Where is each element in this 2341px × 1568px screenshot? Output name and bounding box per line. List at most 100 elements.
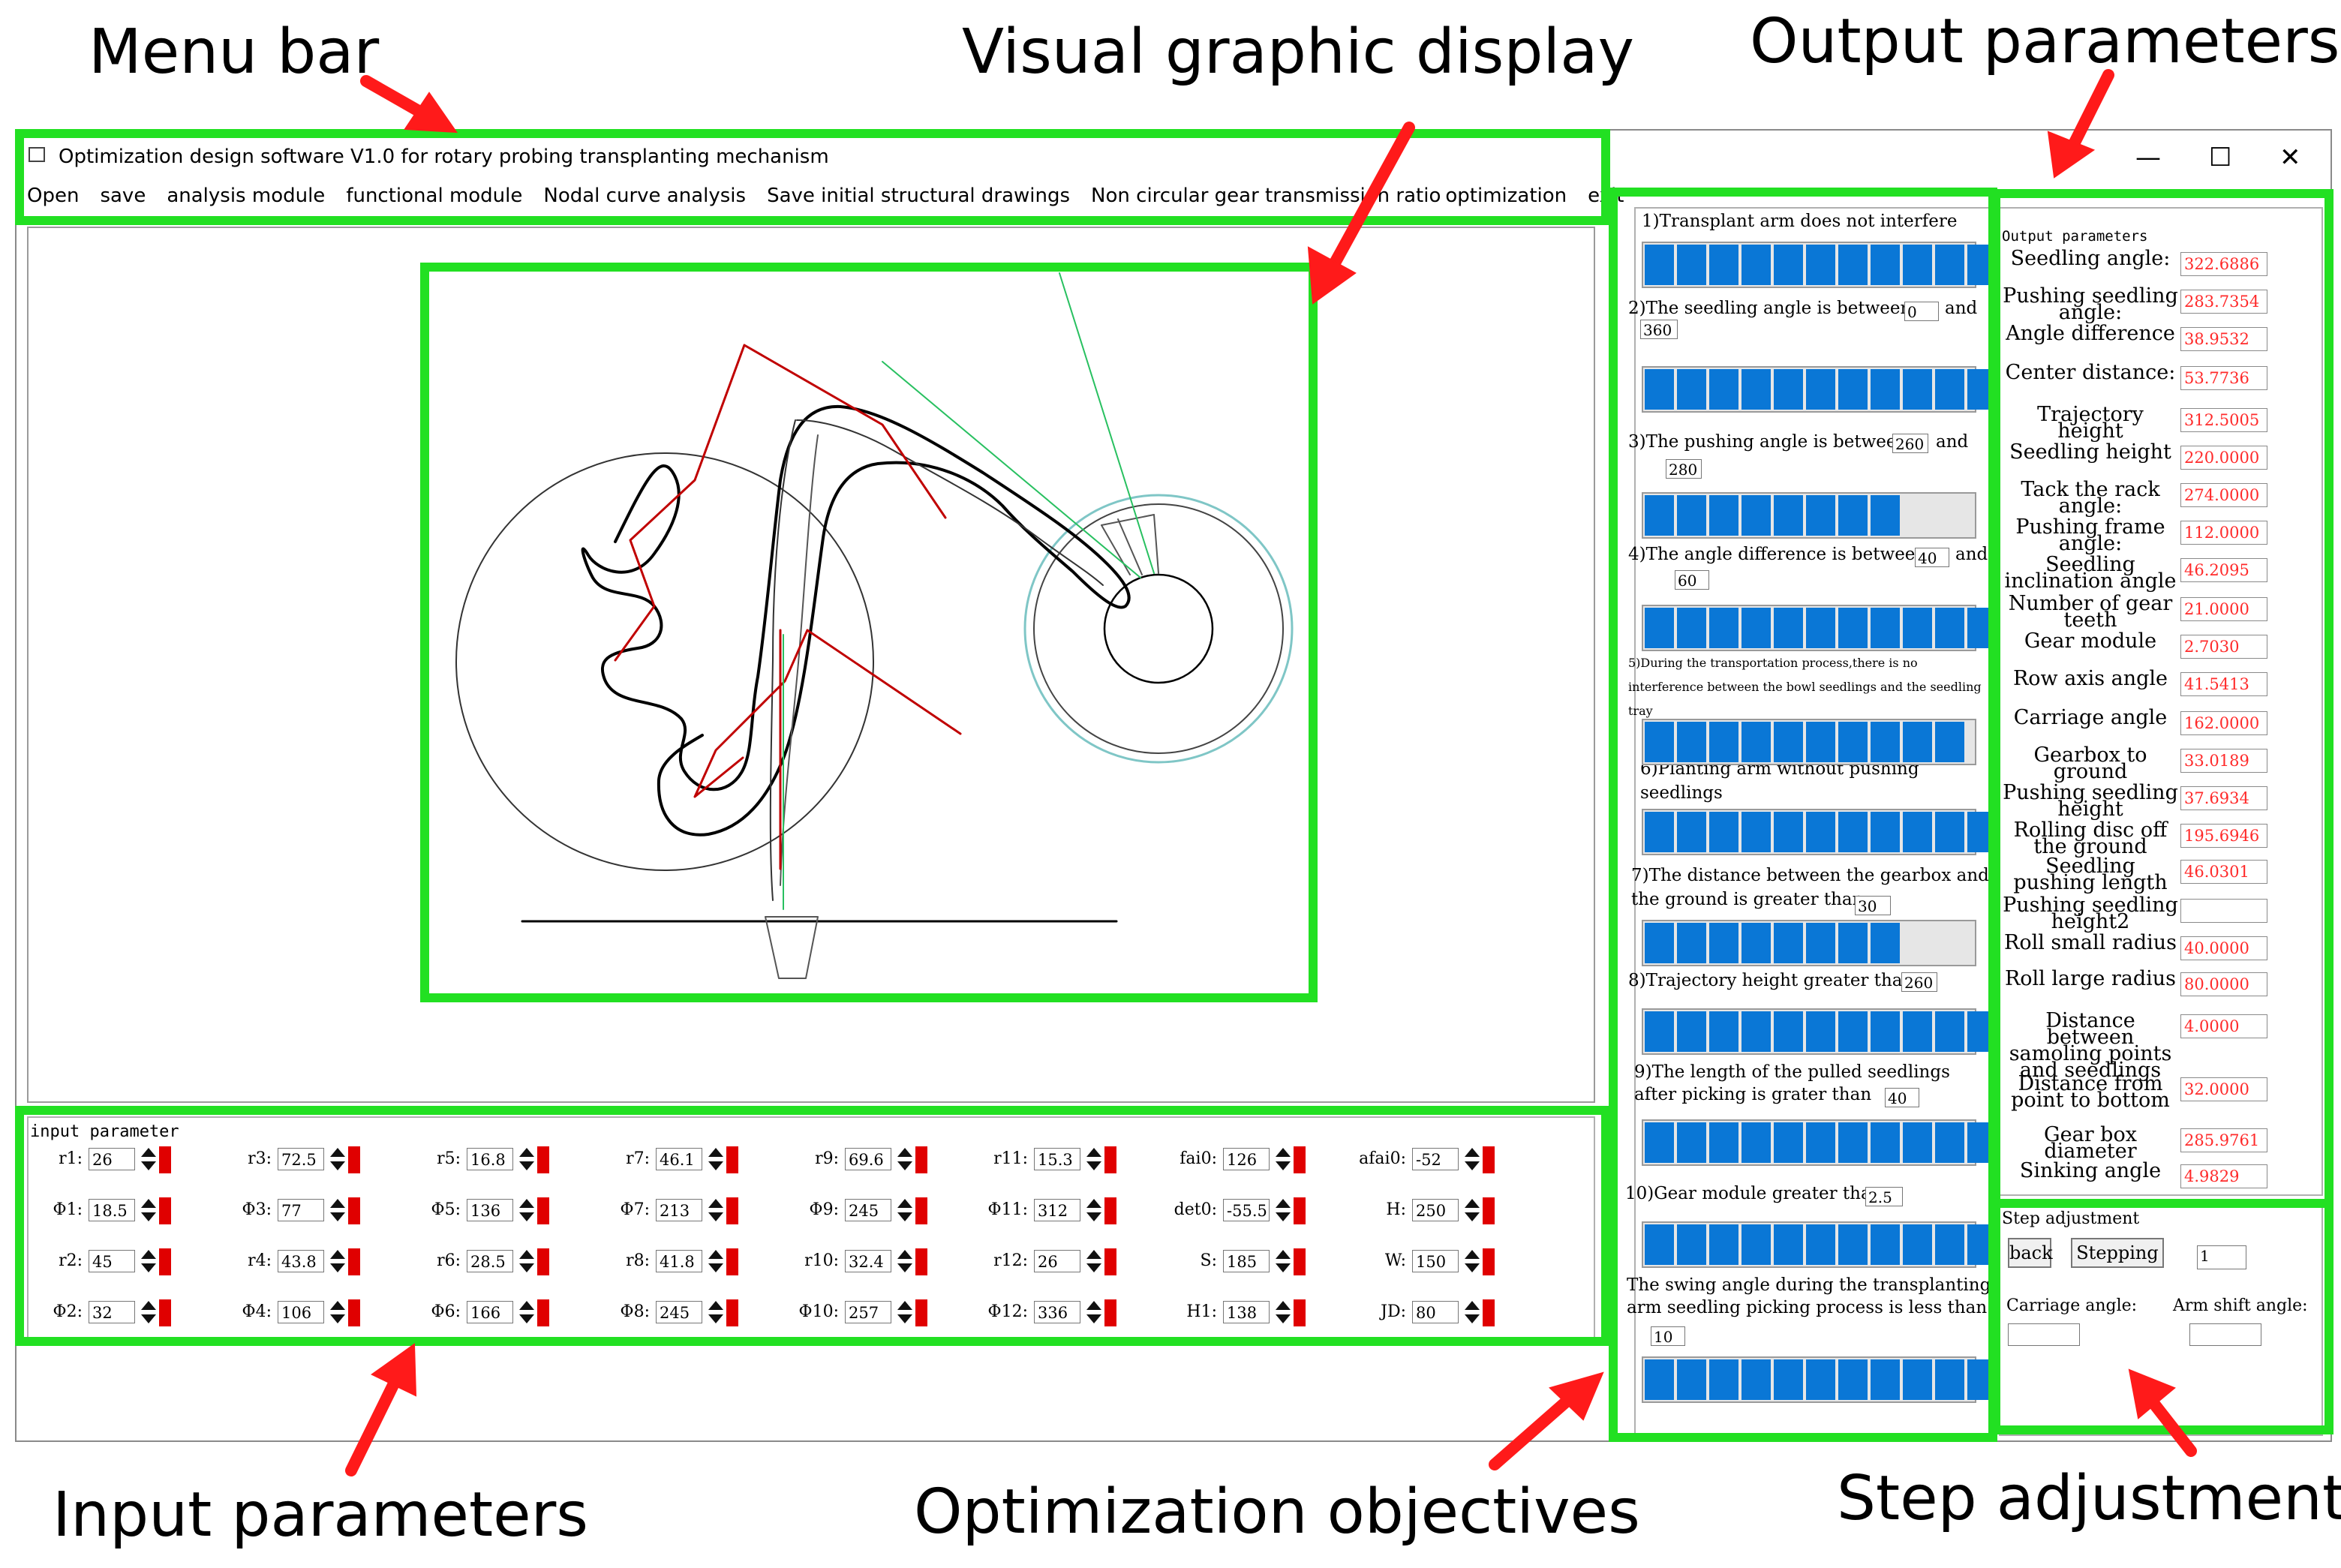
spinner-icon[interactable]: [707, 1197, 725, 1223]
arm-shift-field[interactable]: [2189, 1323, 2261, 1346]
spinner-icon[interactable]: [518, 1197, 536, 1223]
progress-segment: [1709, 369, 1738, 410]
spinner-icon[interactable]: [518, 1146, 536, 1172]
input-field[interactable]: -52: [1412, 1148, 1459, 1170]
input-field[interactable]: 46.1: [656, 1148, 702, 1170]
menu-analysis-module[interactable]: analysis module: [167, 185, 326, 207]
spinner-icon[interactable]: [329, 1197, 347, 1223]
spinner-icon[interactable]: [707, 1146, 725, 1172]
spinner-icon[interactable]: [896, 1197, 914, 1223]
output-label: Seedling angle:: [2010, 247, 2171, 270]
input-field[interactable]: 126: [1223, 1148, 1270, 1170]
spinner-icon[interactable]: [1274, 1146, 1292, 1172]
input-field[interactable]: 185: [1223, 1250, 1270, 1272]
objective-11-value[interactable]: 10: [1651, 1326, 1685, 1346]
menu-nodal-curve-analysis[interactable]: Nodal curve analysis: [543, 185, 747, 207]
spinner-icon[interactable]: [1274, 1197, 1292, 1223]
input-field[interactable]: 32: [89, 1301, 135, 1323]
objective-3-min[interactable]: 260: [1892, 434, 1928, 453]
spinner-icon[interactable]: [329, 1248, 347, 1274]
spinner-icon[interactable]: [896, 1146, 914, 1172]
input-field[interactable]: 166: [467, 1301, 513, 1323]
input-field[interactable]: 245: [845, 1199, 891, 1221]
input-field[interactable]: 106: [278, 1301, 324, 1323]
spinner-icon[interactable]: [1274, 1248, 1292, 1274]
input-field[interactable]: 245: [656, 1301, 702, 1323]
progress-segment: [1645, 495, 1674, 536]
input-field[interactable]: 15.3: [1034, 1148, 1080, 1170]
input-status-marker: [348, 1299, 360, 1326]
input-field[interactable]: -55.5: [1223, 1199, 1270, 1221]
input-field[interactable]: 213: [656, 1199, 702, 1221]
spinner-icon[interactable]: [896, 1248, 914, 1274]
spinner-icon[interactable]: [1274, 1299, 1292, 1325]
objective-4-max[interactable]: 60: [1675, 570, 1709, 590]
menu-save-initial-drawings[interactable]: Save initial structural drawings: [767, 185, 1071, 207]
objective-7-value[interactable]: 30: [1855, 896, 1891, 915]
objective-2-min[interactable]: 0: [1904, 302, 1939, 321]
spinner-icon[interactable]: [1085, 1299, 1103, 1325]
spinner-icon[interactable]: [1463, 1299, 1481, 1325]
objective-8-value[interactable]: 260: [1901, 972, 1937, 992]
spinner-icon[interactable]: [1463, 1146, 1481, 1172]
objective-10-value[interactable]: 2.5: [1865, 1187, 1903, 1206]
input-field[interactable]: 16.8: [467, 1148, 513, 1170]
input-field[interactable]: 26: [89, 1148, 135, 1170]
spinner-icon[interactable]: [1463, 1248, 1481, 1274]
input-field[interactable]: 69.6: [845, 1148, 891, 1170]
spinner-icon[interactable]: [140, 1197, 158, 1223]
close-icon[interactable]: ✕: [2279, 143, 2301, 173]
step-value-input[interactable]: 1: [2197, 1245, 2246, 1269]
input-field[interactable]: 77: [278, 1199, 324, 1221]
spinner-icon[interactable]: [1085, 1197, 1103, 1223]
input-field[interactable]: 41.8: [656, 1250, 702, 1272]
objective-4-min[interactable]: 40: [1915, 548, 1949, 567]
menu-save[interactable]: save: [100, 185, 146, 207]
objective-2-max[interactable]: 360: [1640, 320, 1678, 339]
progress-segment: [1677, 1224, 1706, 1265]
stepping-button[interactable]: Stepping: [2071, 1238, 2164, 1268]
progress-segment: [1838, 245, 1868, 285]
spinner-icon[interactable]: [1085, 1146, 1103, 1172]
input-field[interactable]: 136: [467, 1199, 513, 1221]
input-field[interactable]: 26: [1034, 1250, 1080, 1272]
back-button[interactable]: back: [2008, 1238, 2053, 1268]
input-field[interactable]: 257: [845, 1301, 891, 1323]
input-field[interactable]: 336: [1034, 1301, 1080, 1323]
spinner-icon[interactable]: [707, 1299, 725, 1325]
input-field[interactable]: 80: [1412, 1301, 1459, 1323]
objective-3-max[interactable]: 280: [1666, 459, 1702, 479]
progress-segment: [1903, 608, 1932, 648]
input-field[interactable]: 138: [1223, 1301, 1270, 1323]
spinner-icon[interactable]: [518, 1299, 536, 1325]
input-field[interactable]: 18.5: [89, 1199, 135, 1221]
spinner-icon[interactable]: [329, 1146, 347, 1172]
input-field[interactable]: 45: [89, 1250, 135, 1272]
input-field[interactable]: 32.4: [845, 1250, 891, 1272]
spinner-icon[interactable]: [518, 1248, 536, 1274]
maximize-icon[interactable]: ☐: [2209, 143, 2232, 173]
progress-segment: [1806, 495, 1835, 536]
menu-optimization[interactable]: optimization: [1445, 185, 1567, 207]
input-field[interactable]: 150: [1412, 1250, 1459, 1272]
spinner-icon[interactable]: [1463, 1197, 1481, 1223]
input-field[interactable]: 28.5: [467, 1250, 513, 1272]
menu-functional-module[interactable]: functional module: [346, 185, 523, 207]
input-field[interactable]: 43.8: [278, 1250, 324, 1272]
spinner-icon[interactable]: [140, 1248, 158, 1274]
spinner-icon[interactable]: [896, 1299, 914, 1325]
carriage-angle-field[interactable]: [2008, 1323, 2080, 1346]
minimize-icon[interactable]: —: [2135, 143, 2161, 173]
spinner-icon[interactable]: [1085, 1248, 1103, 1274]
spinner-icon[interactable]: [329, 1299, 347, 1325]
input-field[interactable]: 250: [1412, 1199, 1459, 1221]
input-field[interactable]: 312: [1034, 1199, 1080, 1221]
menu-open[interactable]: Open: [27, 185, 80, 207]
input-status-marker: [726, 1146, 738, 1173]
spinner-icon[interactable]: [707, 1248, 725, 1274]
spinner-icon[interactable]: [140, 1299, 158, 1325]
graphic-display-panel: [27, 227, 1595, 1103]
objective-9-value[interactable]: 40: [1885, 1088, 1919, 1107]
input-field[interactable]: 72.5: [278, 1148, 324, 1170]
spinner-icon[interactable]: [140, 1146, 158, 1172]
